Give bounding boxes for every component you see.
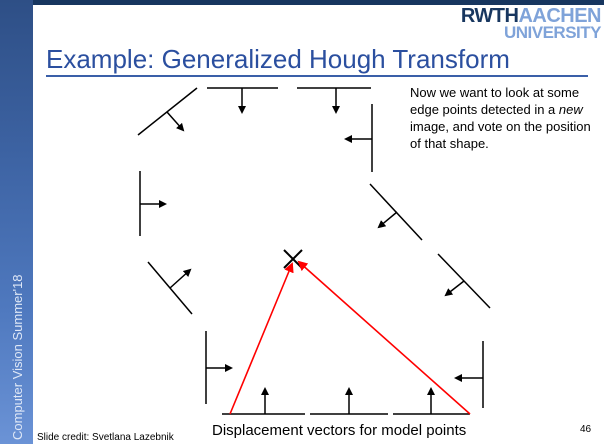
edge-point-right-lower (437, 253, 491, 309)
slide-title: Example: Generalized Hough Transform (46, 44, 510, 74)
slide-description: Now we want to look at some edge points … (410, 84, 594, 152)
edge-point-right-upper (369, 183, 423, 241)
sidebar: Computer Vision Summer'18 (0, 0, 33, 444)
edge-point-bottom-1 (222, 387, 305, 415)
edge-point-left-lower (147, 261, 193, 315)
figure-caption: Displacement vectors for model points (212, 422, 467, 439)
logo-university-text: UNIVERSITY (503, 23, 602, 42)
edge-point-bottom-3 (393, 387, 470, 415)
reference-point-x-icon (283, 249, 303, 269)
edge-point-upper-right (344, 104, 373, 172)
description-emphasis: new (558, 102, 583, 117)
displacement-vector-right (297, 260, 471, 415)
logo-rwth-text: RWTH (460, 5, 519, 27)
edge-point-bottom-right (454, 341, 484, 408)
edge-point-upper-left (137, 87, 198, 136)
description-text-2: image, and vote on the position of that … (410, 119, 591, 151)
university-logo: RWTHAACHEN UNIVERSITY (461, 5, 602, 42)
title-underline (46, 75, 588, 77)
edge-point-top-2 (297, 87, 371, 114)
edge-point-bottom-left (205, 331, 233, 404)
edge-point-left (139, 171, 167, 236)
slide-credit: Slide credit: Svetlana Lazebnik (37, 432, 174, 443)
description-text-1: Now we want to look at some edge points … (410, 85, 580, 117)
page-number: 46 (580, 424, 592, 435)
displacement-vector-left (229, 262, 294, 415)
top-bar (0, 0, 604, 5)
logo-aachen-text: AACHEN (518, 5, 601, 27)
edge-point-bottom-2 (310, 387, 388, 415)
edge-point-top-1 (207, 87, 278, 114)
